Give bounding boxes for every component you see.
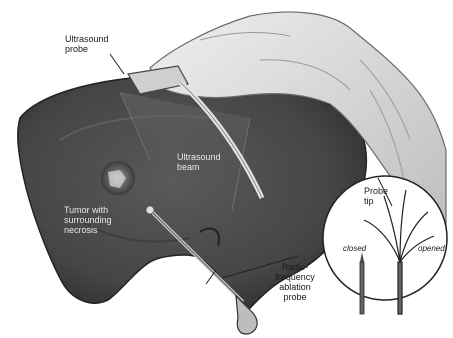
label-closed: closed bbox=[343, 244, 366, 254]
tumor bbox=[101, 161, 135, 195]
label-tumor: Tumor with surrounding necrosis bbox=[64, 205, 112, 235]
label-probe-tip: Probe tip bbox=[364, 186, 388, 206]
label-ultrasound-beam: Ultrasound beam bbox=[177, 152, 221, 172]
label-rf-ablation-probe: Radio- frequency ablation probe bbox=[265, 262, 325, 302]
label-opened: opened bbox=[418, 244, 445, 254]
closed-probe-icon bbox=[360, 252, 364, 314]
label-ultrasound-probe: Ultrasound probe bbox=[65, 34, 109, 54]
